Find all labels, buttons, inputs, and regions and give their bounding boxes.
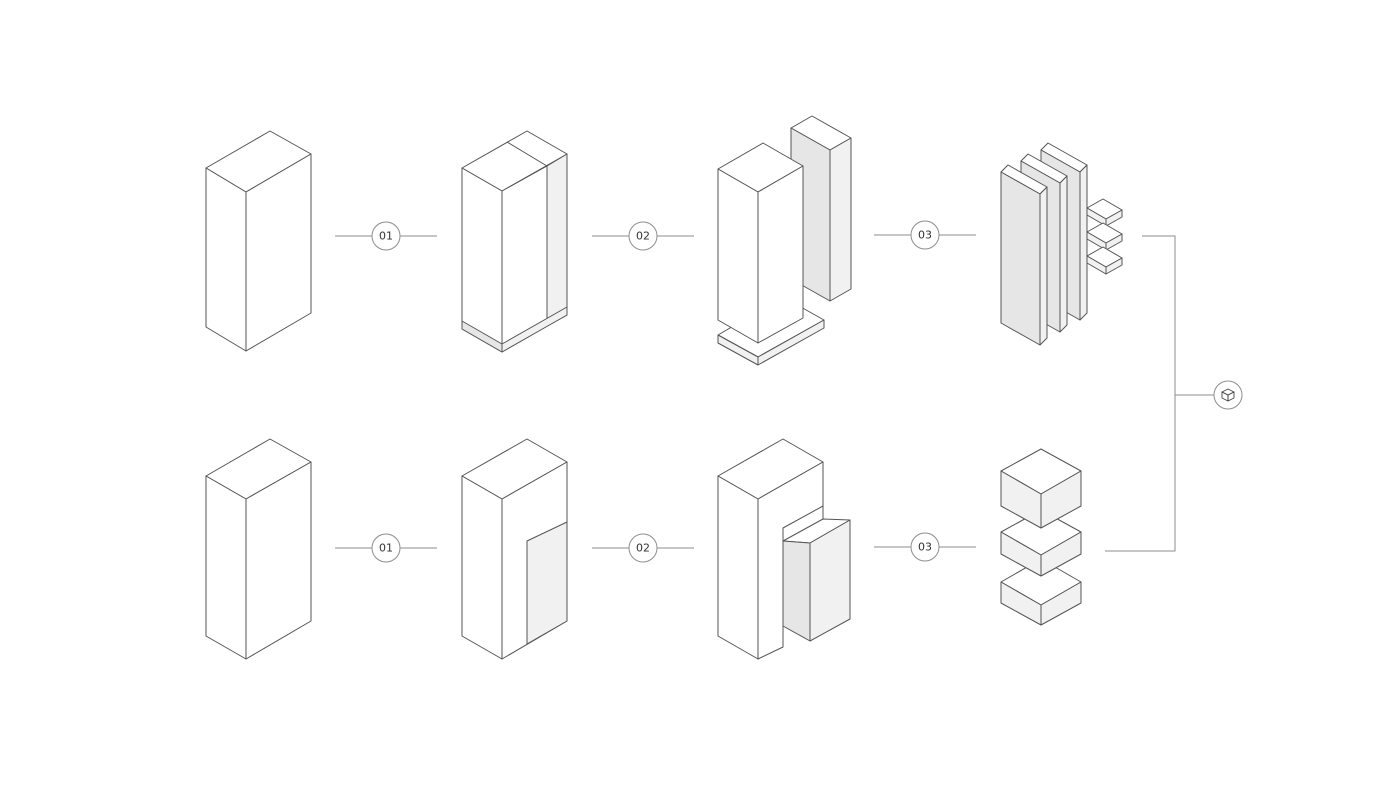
merge-node [1213,380,1243,410]
cube-icon [1221,388,1235,402]
top-stage3-block [717,115,852,366]
bottom-stage2-block [461,438,568,660]
bottom-stage3-block [717,438,851,660]
top-step-02-label: 02 [636,230,650,243]
merge-bracket [1105,235,1214,552]
bottom-stage1-block [205,438,312,660]
bottom-step-02-label: 02 [636,542,650,555]
bottom-connector-03: 03 [874,532,976,562]
bottom-connector-02: 02 [592,533,694,563]
top-connector-03: 03 [874,220,976,250]
top-connector-01: 01 [335,221,437,251]
top-step-03-label: 03 [918,229,932,242]
top-stage4-block [1000,142,1123,346]
bottom-step-03-label: 03 [918,541,932,554]
bottom-stage4-block [1000,448,1082,626]
top-stage2-block [461,130,568,353]
top-connector-02: 02 [592,221,694,251]
bottom-step-01-label: 01 [379,542,393,555]
top-stage1-block [205,130,312,352]
top-step-01-label: 01 [379,230,393,243]
bottom-connector-01: 01 [335,533,437,563]
